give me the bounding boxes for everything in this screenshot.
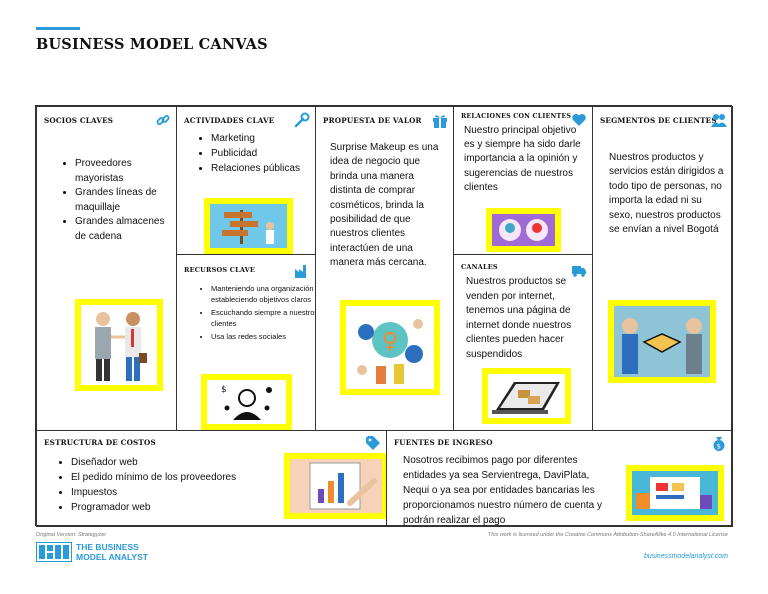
relationships-header: Relaciones con clientes [461,113,572,120]
factory-icon [294,263,310,279]
brand-line-2: MODEL ANALYST [76,551,148,562]
relationships-block: Relaciones con clientes Nuestro principa… [453,106,593,255]
channels-header: Canales [461,263,498,271]
list-item: Grandes almacenes de cadena [75,215,175,244]
revenue-image [626,465,724,521]
svg-text:♀: ♀ [382,329,398,354]
resources-block: Recursos clave Manteniendo una organizac… [176,254,316,431]
logo-icon [36,542,72,562]
svg-text:$: $ [221,385,227,395]
truck-icon [571,262,587,278]
partners-block: Socios claves Proveedores mayoristas Gra… [36,106,177,431]
tag-icon [365,435,381,451]
costs-header: Estructura de costos [44,438,156,447]
relationships-image [486,208,561,252]
segments-image [608,300,716,383]
wrench-icon [294,112,310,128]
list-item: Publicidad [211,146,315,161]
activities-block: Actividades clave Marketing Publicidad R… [176,106,316,255]
value-header: Propuesta de valor [323,116,422,125]
resources-image: $ [201,374,292,430]
activities-header: Actividades clave [184,116,275,125]
title-accent-bar [36,27,80,30]
brand-logo-text: THE BUSINESS MODEL ANALYST [76,542,148,562]
money-bag-icon: $ [711,435,727,451]
costs-block: Estructura de costos Diseñador web El pe… [36,430,387,527]
revenue-header: Fuentes de ingreso [394,438,493,447]
revenue-text: Nosotros recibimos pago por diferentes e… [403,455,603,526]
list-item: Relaciones públicas [211,161,315,176]
footer-license: This work is licensed under the Creative… [487,532,728,538]
partners-header: Socios claves [44,116,114,125]
list-item: Manteniendo una organización y estableci… [211,283,315,305]
page-title: BUSINESS MODEL CANVAS [36,36,268,53]
svg-text:$: $ [717,443,721,451]
segments-block: Segmentos de clientes Nuestros productos… [592,106,733,431]
list-item: Usa las redes sociales [211,331,315,342]
brand-line-1: THE BUSINESS [76,542,139,552]
list-item: Impuestos [71,485,291,500]
people-icon [711,112,727,128]
relationships-text: Nuestro principal objetivo es y siempre … [464,125,581,193]
revenue-block: Fuentes de ingreso $ Nosotros recibimos … [386,430,733,527]
value-block: Propuesta de valor Surprise Makeup es un… [315,106,454,431]
activities-list: Marketing Publicidad Relaciones públicas [195,131,315,176]
partners-list: Proveedores mayoristas Grandes líneas de… [59,157,175,244]
channels-image [482,368,571,424]
segments-header: Segmentos de clientes [600,116,717,125]
channels-text: Nuestros productos se venden por interne… [466,276,572,360]
resources-list: Manteniendo una organización y estableci… [195,283,315,342]
list-item: Escuchando siempre a nuestros clientes [211,307,315,329]
value-image: ♀ [340,300,440,395]
footer-attribution: Original Version: Strategyzer [36,532,107,538]
list-item: Diseñador web [71,455,291,470]
gift-icon [432,112,448,128]
segments-text: Nuestros productos y servicios están dir… [609,152,724,236]
costs-image [284,453,386,519]
canvas-grid: Socios claves Proveedores mayoristas Gra… [35,105,733,527]
list-item: El pedido mínimo de los proveedores [71,470,291,485]
activities-image [204,198,293,254]
resources-header: Recursos clave [184,266,256,274]
list-item: Programador web [71,500,291,515]
list-item: Marketing [211,131,315,146]
list-item: Grandes líneas de maquillaje [75,186,175,215]
channels-block: Canales Nuestros productos se venden por… [453,254,593,431]
list-item: Proveedores mayoristas [75,157,175,186]
value-text: Surprise Makeup es una idea de negocio q… [330,142,439,269]
costs-list: Diseñador web El pedido mínimo de los pr… [55,455,291,515]
website-link[interactable]: businessmodelanalyst.com [643,553,728,560]
link-icon [155,112,171,128]
heart-icon [571,112,587,128]
partners-image [75,299,163,391]
